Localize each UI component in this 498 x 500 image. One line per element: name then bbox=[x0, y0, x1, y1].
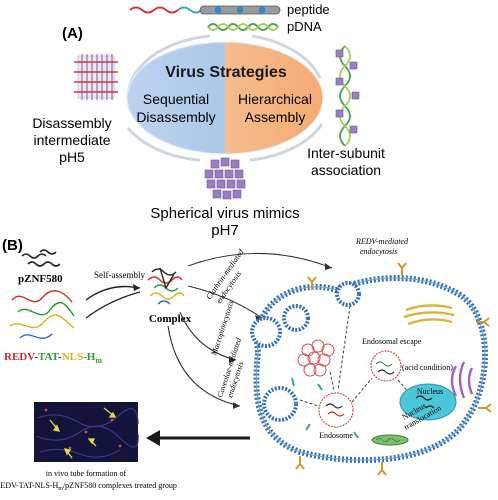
pdna-graphic bbox=[207, 23, 279, 31]
receptors bbox=[295, 262, 492, 476]
fiber-bundle-graphic bbox=[74, 54, 118, 100]
spherical-virus-graphic bbox=[204, 157, 246, 200]
redv-subscript: m bbox=[95, 356, 102, 365]
tube-caption-rest: /pZNF580 complexes treated group bbox=[63, 481, 177, 490]
endosomal-escape-label: Endosomal escape bbox=[362, 337, 422, 346]
self-assembly-label: Self-assembly bbox=[94, 270, 145, 280]
assembly-label: Assembly bbox=[245, 109, 306, 125]
clathrin-vesicles bbox=[250, 281, 361, 422]
virus-strategies-ellipse bbox=[126, 41, 324, 155]
redv-part-5: NLS bbox=[62, 351, 83, 363]
self-assembly-arrow-lower bbox=[85, 291, 141, 319]
redv-part-1: REDV bbox=[4, 351, 35, 363]
endosome bbox=[318, 392, 354, 428]
intersubunit-line2: association bbox=[311, 162, 381, 178]
self-assembly-arrow bbox=[85, 285, 141, 301]
disassembly-ph-label: pH5 bbox=[59, 149, 85, 165]
disassembly-intermediate-line2: intermediate bbox=[33, 132, 110, 148]
redv-mediated-line2: endocytosis bbox=[360, 247, 397, 256]
pznf580-label: pZNF580 bbox=[18, 273, 63, 285]
redv-part-2: - bbox=[34, 351, 38, 363]
self-assembly-arrowhead bbox=[133, 284, 140, 291]
clathrin-lattice bbox=[297, 339, 335, 377]
disassembly-label: Disassembly bbox=[136, 109, 215, 125]
pznf580-graphic bbox=[21, 249, 61, 267]
pathway-arrows bbox=[167, 252, 333, 407]
spherical-line2: pH7 bbox=[211, 222, 239, 239]
panel-a: (A) peptide pDNA Vi bbox=[32, 2, 385, 239]
spherical-line1: Spherical virus mimics bbox=[150, 205, 299, 222]
result-arrow bbox=[146, 430, 250, 446]
redv-part-3: TAT bbox=[38, 351, 60, 363]
mitochondrion bbox=[371, 434, 409, 446]
peptide-strands-graphic bbox=[9, 290, 75, 339]
acid-condition-label: (acid condition) bbox=[402, 363, 453, 372]
endosome-label: Endosome bbox=[319, 431, 353, 440]
panel-a-label: (A) bbox=[62, 25, 83, 42]
sequential-label: Sequential bbox=[143, 91, 209, 107]
tube-formation-micrograph bbox=[34, 402, 139, 462]
redv-part-6: -H bbox=[83, 351, 96, 363]
redv-label: REDV-TAT-NLS-Hm bbox=[4, 351, 102, 365]
nucleus bbox=[399, 383, 457, 421]
disassembly-intermediate-line1: Disassembly bbox=[32, 115, 111, 131]
golgi-apparatus bbox=[403, 304, 455, 326]
peptide-graphic bbox=[129, 5, 281, 15]
helical-assembly-graphic bbox=[335, 45, 360, 147]
pdna-label: pDNA bbox=[287, 19, 322, 34]
tube-caption-line2: REDV-TAT-NLS-Hm/pZNF580 complexes treate… bbox=[0, 481, 177, 492]
peptide-label: peptide bbox=[287, 2, 330, 17]
panel-b-label: (B) bbox=[2, 237, 23, 254]
tube-caption-sub: m bbox=[58, 486, 63, 492]
panel-b: (B) pZNF580 REDV-TAT-NLS-Hm Self-assembl… bbox=[0, 237, 492, 492]
endoplasmic-reticulum bbox=[450, 361, 474, 399]
tube-caption-line1: in vivo tube formation of bbox=[46, 469, 127, 478]
redv-mediated-line1: REDV-mediated bbox=[355, 237, 409, 246]
ellipse-title: Virus Strategies bbox=[165, 64, 287, 81]
nucleus-label: Nucleus bbox=[417, 387, 443, 396]
hierarchical-label: Hierarchical bbox=[238, 91, 312, 107]
tube-caption-peptide: REDV-TAT-NLS-H bbox=[0, 481, 59, 490]
complex-label: Complex bbox=[149, 313, 192, 325]
intersubunit-line1: Inter-subunit bbox=[307, 145, 385, 161]
redv-part-4: - bbox=[58, 351, 62, 363]
escape-vesicle bbox=[370, 350, 402, 382]
complex-graphic bbox=[147, 267, 185, 305]
cytoplasm-particles bbox=[291, 377, 359, 439]
